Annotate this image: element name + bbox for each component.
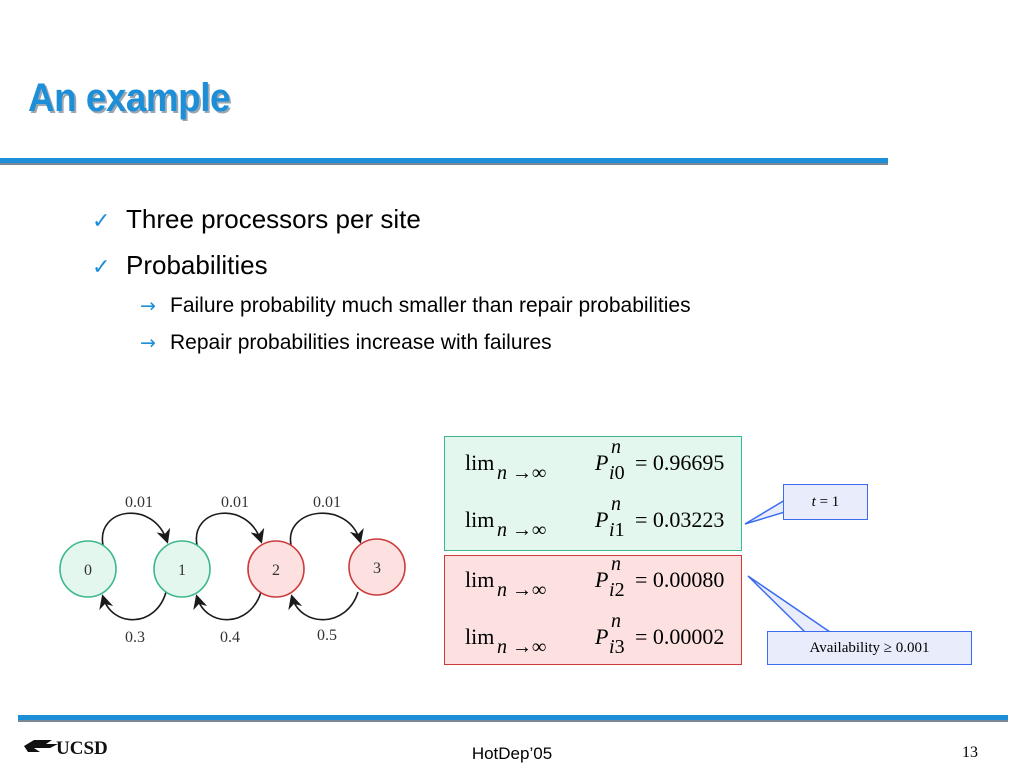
limit-value: = 0.96695	[635, 450, 725, 475]
transition-arrow-1-0	[99, 591, 167, 621]
limit-value: = 0.00002	[635, 624, 725, 649]
prob-index: i3	[609, 636, 625, 658]
check-icon: ✓	[92, 255, 111, 280]
state-label: 3	[373, 560, 381, 577]
transition-arrow-2-3	[289, 512, 364, 546]
backward-prob-label: 0.3	[125, 629, 145, 646]
bullet-text: Failure probability much smaller than re…	[170, 294, 691, 317]
slide-title: An example	[28, 76, 230, 120]
transition-arrow-3-2	[288, 591, 359, 621]
footer-divider	[18, 715, 1008, 720]
lim-subscript: n →∞	[497, 519, 547, 541]
lim-word: lim	[465, 507, 495, 532]
arrow-right-icon: →	[140, 332, 156, 354]
prob-symbol: P	[595, 450, 609, 475]
lim-word: lim	[465, 567, 495, 592]
sub-bullet-item: → Failure probability much smaller than r…	[140, 294, 691, 318]
prob-superscript: n	[611, 493, 621, 515]
arrow-right-icon: →	[140, 295, 156, 317]
forward-prob-label: 0.01	[221, 494, 249, 511]
ucsd-logo: UCSD	[24, 738, 108, 759]
state-node-2	[247, 540, 305, 598]
lim-subscript: n →∞	[497, 579, 547, 601]
transition-arrow-0-1	[101, 512, 171, 546]
state-label: 0	[84, 562, 92, 579]
bullet-text: Probabilities	[126, 250, 268, 280]
forward-prob-label: 0.01	[313, 494, 341, 511]
callout-time: t = 1	[783, 484, 868, 520]
bullet-text: Repair probabilities increase with failu…	[170, 331, 552, 354]
prob-index: i1	[609, 519, 625, 541]
limit-value: = 0.00080	[635, 567, 725, 592]
page-number: 13	[962, 744, 978, 761]
callout-pointer-t	[744, 498, 786, 525]
state-label: 2	[272, 562, 280, 579]
state-node-3	[348, 538, 406, 596]
prob-index: i2	[609, 579, 625, 601]
steady-state-box-up	[444, 436, 742, 551]
bullet-item: ✓ Probabilities	[92, 250, 268, 281]
state-node-1	[153, 540, 211, 598]
state-node-0	[59, 540, 117, 598]
lim-subscript: n →∞	[497, 462, 547, 484]
lim-word: lim	[465, 450, 495, 475]
state-label: 1	[178, 562, 186, 579]
steady-state-box-down	[444, 555, 742, 665]
sub-bullet-item: → Repair probabilities increase with fail…	[140, 331, 552, 355]
lim-subscript: n →∞	[497, 636, 547, 658]
transition-arrow-1-2	[195, 512, 265, 546]
footer-text: HotDep’05	[471, 744, 553, 763]
transition-arrow-2-1	[193, 591, 262, 621]
bullet-item: ✓ Three processors per site	[92, 204, 421, 235]
prob-symbol: P	[595, 624, 609, 649]
title-divider	[0, 158, 888, 163]
logo-text: UCSD	[56, 738, 108, 759]
prob-symbol: P	[595, 567, 609, 592]
prob-symbol: P	[595, 507, 609, 532]
prob-superscript: n	[611, 610, 621, 632]
prob-superscript: n	[611, 553, 621, 575]
check-icon: ✓	[92, 209, 111, 234]
prob-superscript: n	[611, 436, 621, 458]
callout-pointer-availability	[747, 575, 833, 633]
backward-prob-label: 0.5	[317, 627, 337, 644]
backward-prob-label: 0.4	[220, 629, 240, 646]
limit-value: = 0.03223	[635, 507, 725, 532]
prob-index: i0	[609, 462, 625, 484]
bullet-text: Three processors per site	[126, 204, 421, 234]
lim-word: lim	[465, 624, 495, 649]
callout-availability: Availability ≥ 0.001	[767, 631, 972, 665]
forward-prob-label: 0.01	[125, 494, 153, 511]
